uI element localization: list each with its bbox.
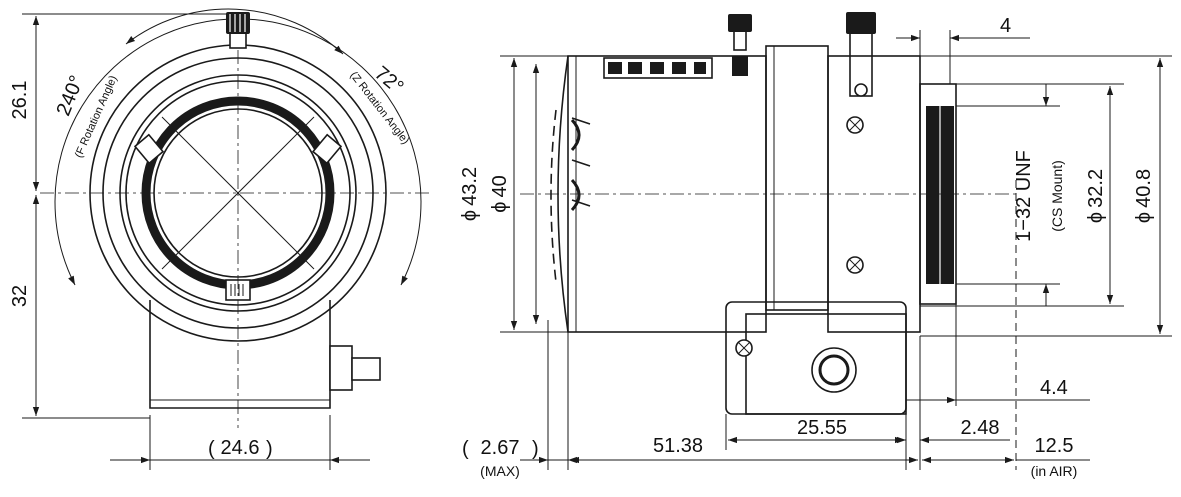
dim-2-67-label: 2.67 [481, 437, 520, 459]
dim-12-5-note: (in AIR) [1031, 463, 1078, 479]
phi-symbol-2: ϕ [489, 202, 511, 213]
dim-32-2-label: ϕ 32.2 [1085, 169, 1107, 223]
dim-24-6-paren-open: ( [208, 438, 215, 460]
side-zoom-collar [765, 45, 829, 311]
side-view: ϕ 43.2 ϕ 40 4 1−32 UNF (CS Mount) ϕ 32.2 [459, 12, 1172, 479]
dim-2-67-paren-close: ) [532, 438, 539, 460]
dim-40-8-label: ϕ 40.8 [1133, 169, 1155, 223]
phi-symbol: ϕ [459, 210, 481, 221]
side-front-lens-dash [550, 109, 557, 283]
thread-label: 1−32 UNF [1013, 150, 1035, 242]
dim-51-38-label: 51.38 [653, 435, 703, 457]
dim-25-55-label: 25.55 [797, 417, 847, 439]
dim-32-label: 32 [9, 285, 31, 307]
dim-2-67-paren-open: ( [462, 438, 469, 460]
dim-43-2-label: ϕ 43.2 [459, 167, 481, 221]
dim-4-label: 4 [1000, 15, 1011, 37]
dim-12-5-label: 12.5 [1035, 435, 1074, 457]
front-lug-left [133, 133, 165, 165]
dim-26-1-label: 26.1 [9, 81, 31, 120]
dim-2-48-label: 2.48 [961, 417, 1000, 439]
dim-43-2-value: 43.2 [459, 167, 481, 206]
side-grip-curves [570, 118, 581, 212]
front-top-screw-knob [226, 12, 250, 34]
dim-24-6-paren-close: ) [266, 438, 273, 460]
phi-symbol-3: ϕ [1085, 212, 1107, 223]
dim-24-6-label: 24.6 [221, 437, 260, 459]
phi-symbol-4: ϕ [1133, 212, 1155, 223]
dim-2-67-note: (MAX) [480, 463, 520, 479]
front-view: 26.1 32 24.6 ( ) 240° (F Rotation Angle)… [9, 8, 430, 470]
dim-4-4-label: 4.4 [1040, 377, 1068, 399]
front-base [149, 300, 331, 409]
side-small-screw [733, 29, 747, 51]
front-side-connector [329, 345, 353, 391]
side-iris-plug-inner [818, 354, 850, 386]
dim-32-2-value: 32.2 [1085, 169, 1107, 208]
side-grip-marks [571, 117, 591, 207]
side-front-cap [557, 55, 569, 333]
z-rotation-arc [125, 8, 344, 55]
dim-40-8-value: 40.8 [1133, 169, 1155, 208]
front-side-plug [351, 357, 381, 381]
side-iris-plug-outer [811, 347, 857, 393]
dim-40-label: ϕ 40 [489, 175, 511, 212]
dim-40-value: 40 [489, 175, 511, 197]
front-lug-right [311, 133, 343, 165]
mount-label: (CS Mount) [1049, 160, 1065, 232]
angle-f-label: 240° [52, 72, 88, 119]
side-lower-box-inner [745, 313, 907, 415]
